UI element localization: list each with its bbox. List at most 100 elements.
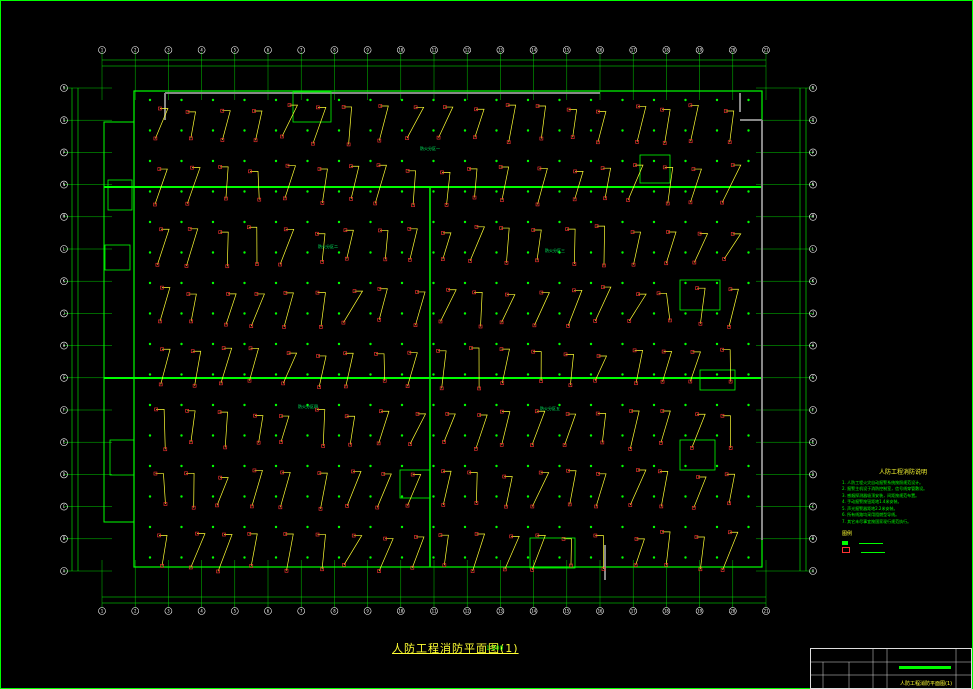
smoke-detector xyxy=(224,322,228,327)
smoke-detector xyxy=(538,470,543,475)
axis-bubble xyxy=(809,534,817,543)
smoke-detector xyxy=(636,104,640,109)
smoke-detector xyxy=(628,503,633,507)
column xyxy=(463,342,467,346)
axis-bubble xyxy=(629,607,638,615)
column xyxy=(337,373,341,376)
axis-label: 17 xyxy=(631,608,636,613)
column xyxy=(243,525,246,529)
wire-run xyxy=(501,294,516,323)
smoke-detector xyxy=(531,228,536,232)
smoke-detector xyxy=(636,468,640,472)
smoke-detector xyxy=(730,232,735,236)
smoke-detector xyxy=(499,443,504,447)
titleblock-drawing-name: 人防工程消防平面图(1) xyxy=(900,681,953,687)
axis-label: 20 xyxy=(730,608,735,613)
smoke-detector xyxy=(342,563,346,567)
column xyxy=(337,190,341,193)
column xyxy=(306,159,309,163)
wire-run xyxy=(469,168,478,198)
smoke-detector xyxy=(348,442,352,447)
column xyxy=(652,525,656,529)
column xyxy=(180,98,183,102)
wire-run xyxy=(411,536,425,568)
column xyxy=(463,220,467,224)
axis-bubble xyxy=(809,373,817,382)
axis-label: K xyxy=(63,279,66,284)
smoke-detector xyxy=(630,230,635,234)
column xyxy=(148,129,152,132)
column xyxy=(306,342,309,346)
column xyxy=(526,373,530,376)
column xyxy=(558,220,561,224)
smoke-detector xyxy=(596,140,600,145)
axis-bubble xyxy=(809,567,817,575)
wire-run xyxy=(186,472,195,508)
column xyxy=(337,495,341,498)
smoke-detector xyxy=(376,441,381,446)
column xyxy=(463,312,467,315)
column xyxy=(432,281,435,285)
column xyxy=(211,129,215,132)
column xyxy=(369,190,372,193)
column xyxy=(495,525,498,529)
column xyxy=(526,281,530,285)
smoke-detector xyxy=(317,385,321,389)
column xyxy=(180,495,183,498)
axis-label: Q xyxy=(812,118,815,123)
smoke-detector xyxy=(664,261,669,266)
column xyxy=(211,434,215,437)
smoke-detector xyxy=(379,409,383,414)
wire-run xyxy=(689,351,701,382)
column xyxy=(369,434,372,437)
smoke-detector xyxy=(219,381,223,386)
wire-run xyxy=(317,292,326,327)
smoke-detector xyxy=(283,196,287,201)
column xyxy=(274,556,278,559)
column xyxy=(558,525,561,529)
column xyxy=(495,190,498,193)
smoke-detector xyxy=(602,263,606,268)
wire-run xyxy=(317,534,326,570)
column xyxy=(715,434,719,437)
axis-bubbles: 1122334455667788991010111112121313141415… xyxy=(60,46,817,615)
smoke-detector xyxy=(255,262,259,266)
column xyxy=(652,464,656,468)
column xyxy=(558,403,561,407)
column xyxy=(495,556,498,559)
smoke-detector xyxy=(441,231,445,235)
column xyxy=(148,525,152,529)
smoke-detector xyxy=(499,226,503,230)
column xyxy=(652,373,656,376)
smoke-detector xyxy=(224,196,228,201)
smoke-detector xyxy=(253,138,258,143)
column xyxy=(652,434,656,437)
smoke-detector xyxy=(601,285,605,289)
wire-run xyxy=(693,476,707,508)
wire-run xyxy=(501,411,511,445)
column xyxy=(369,556,372,559)
column xyxy=(243,434,246,437)
axis-label: 14 xyxy=(531,47,536,52)
wire-run xyxy=(629,469,647,506)
smoke-detector xyxy=(659,441,663,445)
axis-bubble xyxy=(164,607,173,615)
smoke-detector xyxy=(535,202,540,207)
wire-run xyxy=(376,473,392,508)
axis-bubble xyxy=(363,46,372,54)
wire-run xyxy=(627,164,644,201)
column xyxy=(747,373,750,376)
column xyxy=(621,129,624,132)
stair-room xyxy=(104,244,131,271)
smoke-detector xyxy=(320,260,324,264)
axis-label: 11 xyxy=(432,608,437,613)
axis-label: N xyxy=(812,182,815,187)
wire-run xyxy=(379,230,389,260)
column xyxy=(526,251,530,254)
smoke-detector xyxy=(249,564,254,568)
column xyxy=(621,220,624,224)
column xyxy=(369,129,372,132)
axis-bubble xyxy=(809,213,817,221)
column xyxy=(274,98,278,102)
smoke-detector xyxy=(662,141,667,145)
